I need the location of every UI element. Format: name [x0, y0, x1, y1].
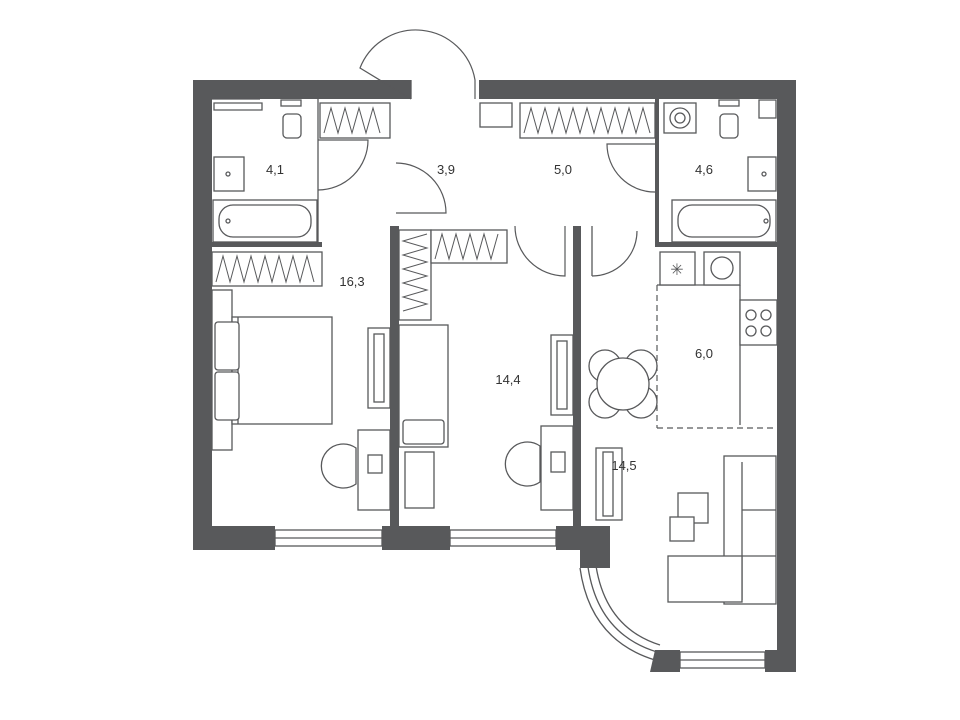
room-labels: 4,1 3,9 5,0 4,6 16,3 14,4 6,0 14,5 — [266, 162, 713, 473]
wardrobe-middle-v — [398, 229, 432, 321]
shoe-cabinet — [479, 102, 513, 128]
wardrobe-hatching — [215, 106, 651, 312]
kitchen: ✳ — [588, 251, 778, 429]
walls — [193, 80, 796, 672]
stove — [739, 299, 778, 346]
area-bedroom-left: 16,3 — [339, 274, 364, 289]
area-corridor: 5,0 — [554, 162, 572, 177]
dining-table — [588, 349, 658, 419]
wardrobe-left — [211, 251, 323, 287]
desk-left — [357, 429, 391, 511]
area-bathroom-left: 4,1 — [266, 162, 284, 177]
area-bedroom-middle: 14,4 — [495, 372, 520, 387]
windows — [274, 529, 766, 669]
desk-chair-left — [320, 443, 357, 489]
area-living-room: 14,5 — [611, 458, 636, 473]
bathroom-right — [663, 99, 777, 243]
kitchen-cabinet — [659, 251, 696, 286]
shelf-middle — [404, 451, 435, 509]
sofa-chaise — [667, 555, 743, 603]
toilet-right — [719, 113, 739, 139]
toilet-tank-left — [280, 99, 302, 107]
area-bathroom-right: 4,6 — [695, 162, 713, 177]
svg-text:✳: ✳ — [670, 260, 683, 279]
bathroom-left — [212, 98, 391, 243]
entrance-door — [359, 29, 476, 100]
toilet-left — [282, 113, 302, 139]
area-hallway: 3,9 — [437, 162, 455, 177]
sink-left — [213, 156, 245, 192]
bedroom-left — [211, 251, 391, 511]
desk-chair-middle — [504, 441, 541, 487]
bedroom-middle — [398, 229, 574, 511]
area-kitchen: 6,0 — [695, 346, 713, 361]
bed-left — [231, 316, 333, 425]
living-room — [595, 447, 777, 605]
